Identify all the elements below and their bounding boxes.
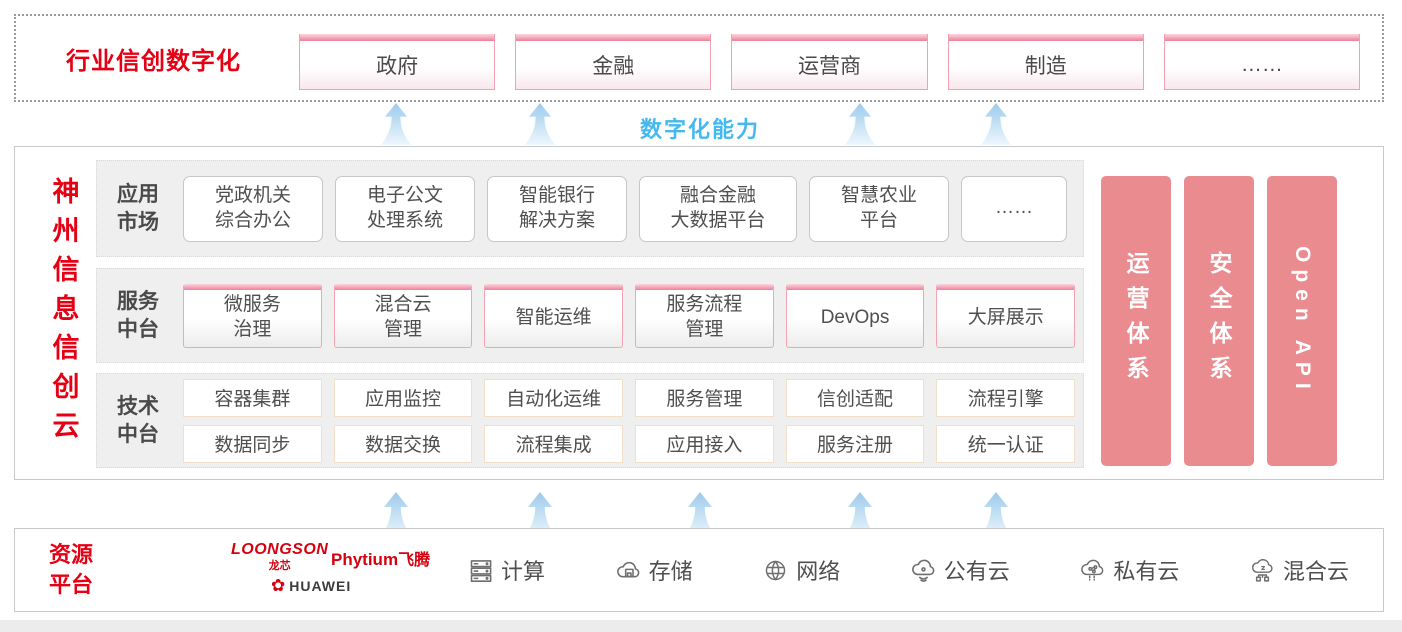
- resource-item-private-cloud: 私有云: [1079, 554, 1179, 586]
- sector-list: 政府 金融 运营商 制造 ……: [299, 34, 1361, 90]
- capability-label: 数字化能力: [639, 117, 761, 142]
- tech-platform-band: 技术 中台 容器集群 应用监控 自动化运维 服务管理 信创适配 流程引擎 数据同…: [96, 373, 1084, 468]
- app-box: 融合金融 大数据平台: [639, 175, 797, 242]
- tech-box: 服务管理: [635, 378, 774, 417]
- service-box: 智能运维: [484, 283, 624, 348]
- loongson-wordmark: LOONGSON: [231, 541, 329, 558]
- app-market-items: 党政机关 综合办公 电子公文 处理系统 智能银行 解决方案 融合金融 大数据平台…: [183, 175, 1083, 242]
- service-platform-band: 服务 中台 微服务 治理 混合云 管理 智能运维 服务流程 管理 DevOps …: [96, 268, 1084, 363]
- service-platform-label: 服务 中台: [117, 290, 159, 341]
- service-box: 服务流程 管理: [635, 283, 774, 348]
- app-box-more: ……: [961, 175, 1067, 242]
- resource-items: 计算 存储 网络 公有云: [467, 529, 1349, 611]
- tech-platform-label: 技术 中台: [117, 395, 159, 446]
- resource-item-public-cloud: 公有云: [910, 554, 1010, 586]
- arrow-up-icon: [380, 103, 412, 145]
- sector-box-government: 政府: [299, 34, 496, 90]
- phytium-logo: Phytium飞腾: [331, 546, 430, 570]
- hybrid-cloud-icon: [1249, 557, 1276, 584]
- app-market-band: 应用 市场 党政机关 综合办公 电子公文 处理系统 智能银行 解决方案 融合金融…: [96, 160, 1084, 257]
- huawei-wordmark: HUAWEI: [289, 577, 352, 594]
- loongson-cjk: 龙芯: [268, 560, 291, 572]
- sector-box-more: ……: [1163, 34, 1361, 90]
- pillar-operations-system: 运营体系: [1101, 176, 1171, 466]
- arrow-up-icon: [979, 492, 1013, 538]
- resource-item-network: 网络: [762, 554, 840, 586]
- resource-item-label: 混合云: [1282, 559, 1349, 584]
- tech-box: 数据同步: [183, 424, 322, 463]
- app-box: 党政机关 综合办公: [183, 175, 323, 242]
- resource-item-label: 私有云: [1113, 559, 1180, 584]
- tech-box: 应用监控: [333, 378, 473, 417]
- resource-item-label: 公有云: [943, 559, 1010, 584]
- service-box: 混合云 管理: [333, 283, 473, 348]
- vendor-logos: LOONGSON 龙芯 Phytium飞腾 ✿ HUAWEI: [213, 529, 463, 611]
- compute-server-icon: [467, 557, 494, 584]
- tech-platform-items: 容器集群 应用监控 自动化运维 服务管理 信创适配 流程引擎 数据同步 数据交换…: [183, 378, 1076, 463]
- huawei-logo: ✿ HUAWEI: [271, 577, 351, 594]
- tech-row-2: 数据同步 数据交换 流程集成 应用接入 服务注册 统一认证: [183, 424, 1076, 463]
- arrow-up-icon: [379, 492, 413, 538]
- phytium-wordmark: Phytium: [331, 550, 399, 569]
- arrow-up-icon: [843, 492, 877, 538]
- tech-box: 应用接入: [635, 424, 774, 463]
- app-box: 电子公文 处理系统: [335, 175, 475, 242]
- resource-item-label: 网络: [796, 559, 841, 584]
- arrow-up-icon: [980, 103, 1012, 145]
- resource-layer: 资源 平台 LOONGSON 龙芯 Phytium飞腾 ✿ HUAWEI 计算: [14, 528, 1384, 612]
- sector-box-manufacturing: 制造: [947, 34, 1144, 90]
- arrow-up-icon: [524, 103, 556, 145]
- service-platform-items: 微服务 治理 混合云 管理 智能运维 服务流程 管理 DevOps 大屏展示: [183, 283, 1083, 348]
- network-globe-icon: [762, 557, 789, 584]
- phytium-cjk: 飞腾: [398, 552, 431, 569]
- app-box: 智慧农业 平台: [809, 175, 949, 242]
- resource-item-label: 存储: [648, 559, 693, 584]
- app-market-label: 应用 市场: [117, 183, 159, 234]
- service-box: 大屏展示: [936, 283, 1076, 348]
- tech-box: 流程引擎: [936, 378, 1076, 417]
- bottom-divider: [0, 620, 1402, 632]
- app-box: 智能银行 解决方案: [487, 175, 627, 242]
- pillar-security-system: 安全体系: [1184, 176, 1254, 466]
- tech-box: 服务注册: [785, 424, 925, 463]
- pillar-open-api: Open API: [1267, 176, 1337, 466]
- arrow-up-icon: [683, 492, 717, 538]
- industry-layer-title: 行业信创数字化: [66, 47, 241, 75]
- resource-item-compute: 计算: [467, 554, 545, 586]
- resource-item-storage: 存储: [615, 554, 693, 586]
- public-cloud-icon: [910, 557, 937, 584]
- loongson-logo: LOONGSON 龙芯: [231, 541, 328, 573]
- resource-layer-title: 资源 平台: [49, 542, 94, 597]
- arrow-up-icon: [523, 492, 557, 538]
- service-box: DevOps: [785, 283, 925, 348]
- storage-cloud-icon: [615, 557, 642, 584]
- tech-box: 数据交换: [333, 424, 473, 463]
- arrow-up-icon: [844, 103, 876, 145]
- tech-box: 容器集群: [183, 378, 322, 417]
- sector-box-finance: 金融: [515, 34, 712, 90]
- tech-box: 信创适配: [785, 378, 925, 417]
- tech-row-1: 容器集群 应用监控 自动化运维 服务管理 信创适配 流程引擎: [183, 378, 1076, 417]
- tech-box: 自动化运维: [484, 378, 624, 417]
- sector-box-operator: 运营商: [731, 34, 928, 90]
- resource-item-label: 计算: [501, 559, 546, 584]
- resource-item-hybrid-cloud: 混合云: [1249, 554, 1349, 586]
- cloud-platform-panel: 神州信息信创云 应用 市场 党政机关 综合办公 电子公文 处理系统 智能银行 解…: [14, 146, 1384, 480]
- private-cloud-icon: [1079, 557, 1106, 584]
- industry-layer: 行业信创数字化 政府 金融 运营商 制造 ……: [14, 14, 1384, 102]
- tech-box: 流程集成: [484, 424, 624, 463]
- service-box: 微服务 治理: [183, 283, 322, 348]
- huawei-flower-icon: ✿: [271, 576, 286, 595]
- cloud-platform-title: 神州信息信创云: [48, 176, 79, 450]
- tech-box: 统一认证: [936, 424, 1076, 463]
